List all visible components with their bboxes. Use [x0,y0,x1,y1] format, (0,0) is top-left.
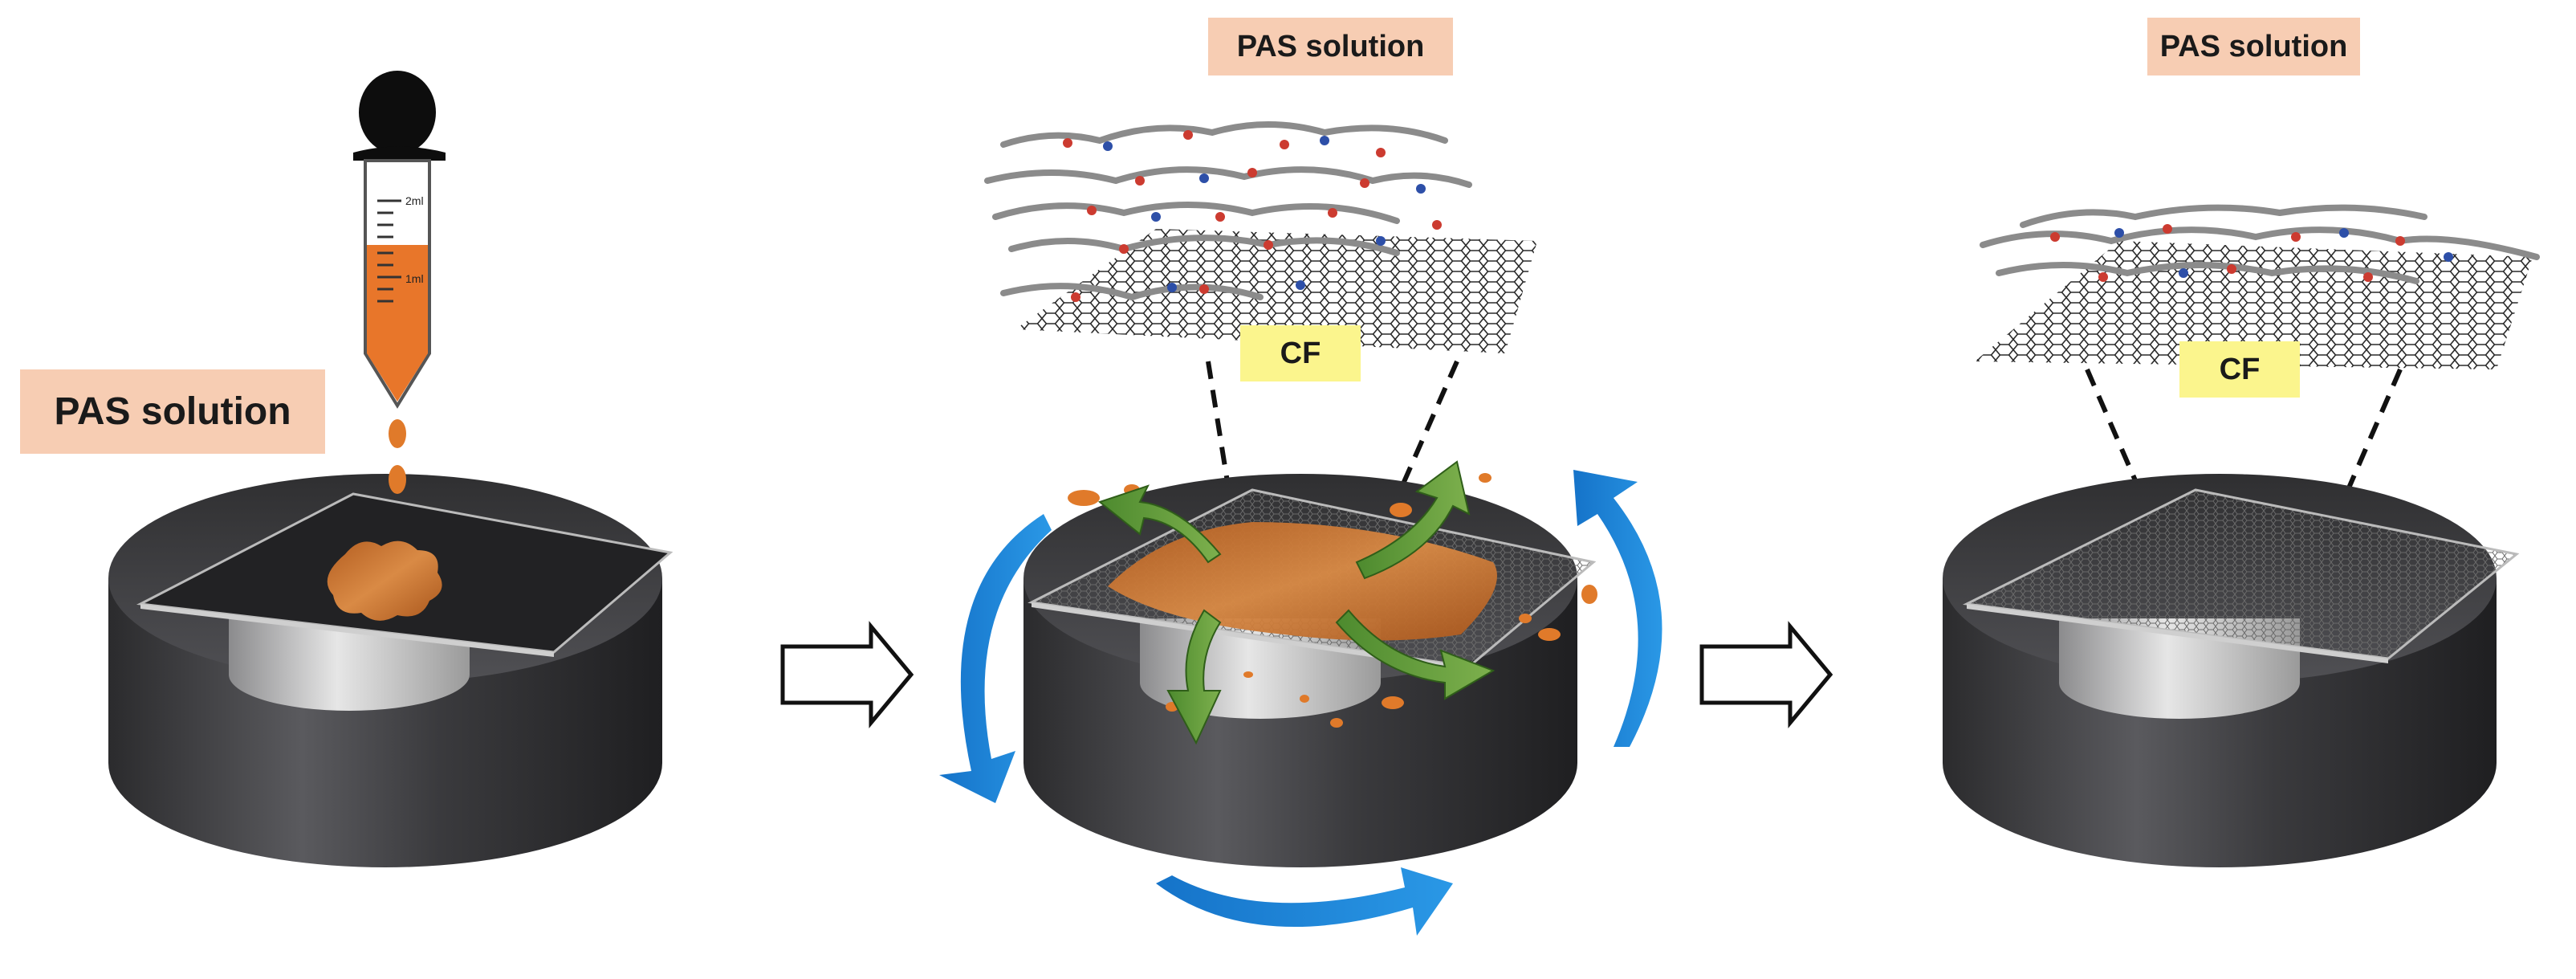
pipette-icon: 2ml 1ml [353,71,446,494]
molecular-film-3 [1975,204,2540,369]
pas-solution-label-middle: PAS solution [1208,18,1453,75]
pas-solution-label-right: PAS solution [2147,18,2360,75]
cf-label-middle: CF [1240,325,1361,381]
process-arrow-icon [1699,621,1833,728]
panel-1-drop-casting: 2ml 1ml [108,71,674,867]
solution-puddle [327,540,442,621]
substrate-3 [1962,488,2520,660]
pipette-mark-top: 2ml [405,194,424,207]
droplets [1068,473,1597,728]
cf-label-right: CF [2179,341,2300,398]
pipette-mark-mid: 1ml [405,272,424,285]
rotation-arrow-icon [939,470,1662,936]
process-arrow-icon [780,621,914,728]
panel-3-coated [1943,204,2540,867]
flow-arrow-icon [1097,460,1496,745]
panel-2-spinning [939,121,1662,936]
pas-solution-label-left: PAS solution [20,369,325,454]
molecular-film-2 [984,121,1537,353]
